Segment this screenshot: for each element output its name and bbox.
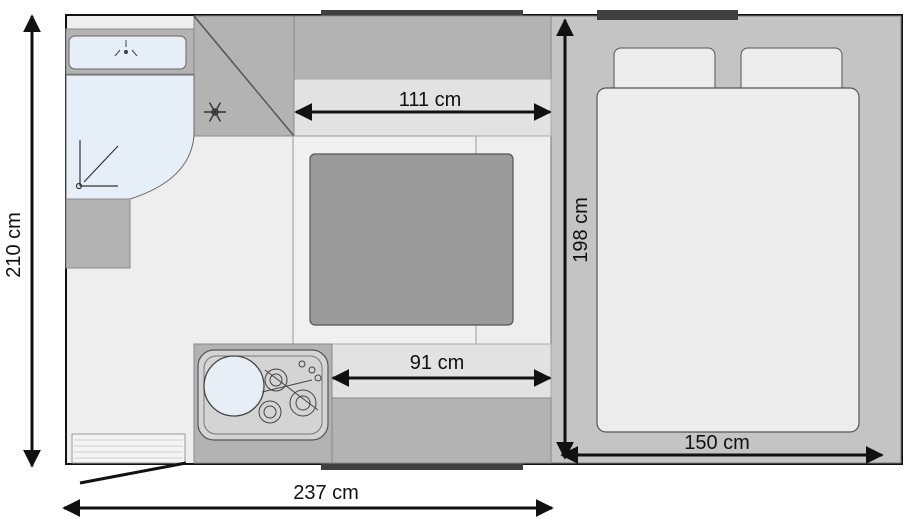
window-top-left [321, 10, 523, 20]
window-top-right [597, 10, 738, 20]
entrance-door [79, 461, 187, 485]
pillow-right [740, 47, 843, 95]
stove-burner-icon [258, 360, 322, 424]
pillow-left [613, 47, 716, 95]
light-icon [114, 40, 138, 57]
dining-table [309, 153, 514, 326]
dim-label-height: 210 cm [3, 212, 25, 278]
snowflake-icon [204, 102, 226, 122]
dim-label-kitchen: 91 cm [410, 352, 464, 374]
dim-label-bed-width: 150 cm [684, 432, 750, 454]
mattress [596, 87, 860, 433]
dim-label-length: 237 cm [293, 482, 359, 504]
dim-label-bed-length: 198 cm [570, 197, 592, 263]
kitchen-front [331, 397, 552, 464]
left-cabinet [65, 198, 131, 269]
top-bench [293, 15, 552, 80]
dim-label-seating: 111 cm [399, 89, 462, 111]
shower-icon [75, 140, 119, 190]
sink-icon [203, 355, 265, 417]
window-bottom [321, 460, 523, 470]
entrance-step [71, 433, 186, 464]
